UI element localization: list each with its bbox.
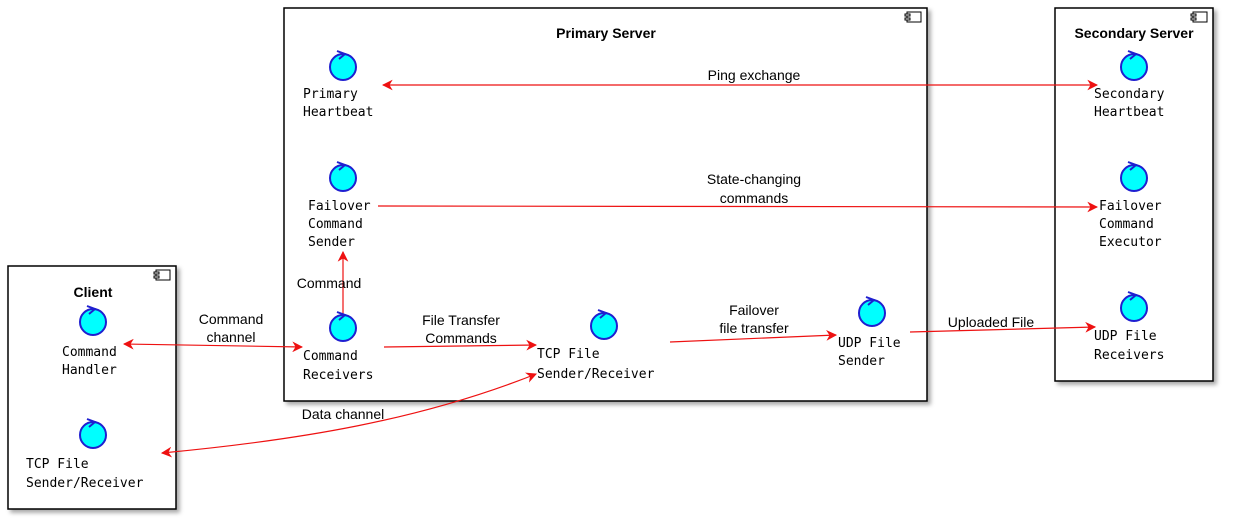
command-handler-line2: Handler	[62, 363, 117, 378]
control-icon	[329, 161, 357, 192]
control-icon	[590, 309, 618, 340]
secondary-heartbeat-line2: Heartbeat	[1094, 105, 1164, 120]
label-uploaded-file: Uploaded File	[948, 314, 1035, 330]
control-icon	[1120, 161, 1148, 192]
component-command-handler: Command Handler	[62, 305, 117, 378]
edge-failover-file-transfer	[669, 330, 838, 343]
primary-server-box: Primary Server	[283, 7, 928, 402]
tcp-primary-line1: TCP File	[537, 347, 600, 362]
component-tcp-file-client: TCP File Sender/Receiver	[26, 418, 144, 491]
edge-labels: Ping exchange State-changing commands Co…	[199, 67, 1035, 422]
primary-heartbeat-line1: Primary	[303, 87, 358, 102]
primary-server-title: Primary Server	[556, 25, 656, 41]
edge-state-changing	[377, 201, 1099, 213]
label-data-channel: Data channel	[302, 406, 385, 422]
component-icon	[904, 11, 922, 23]
label-failover-file-1: Failover	[729, 302, 779, 318]
control-icon	[858, 296, 886, 327]
secondary-heartbeat-line1: Secondary	[1094, 87, 1165, 102]
client-box: Client	[7, 265, 177, 510]
label-ping-exchange: Ping exchange	[708, 67, 801, 83]
label-file-transfer-2: Commands	[425, 330, 497, 346]
failover-sender-line1: Failover	[308, 199, 371, 214]
tcp-client-line2: Sender/Receiver	[26, 476, 144, 491]
control-icon	[79, 418, 107, 449]
component-icon	[1190, 11, 1208, 23]
component-udp-file-receivers: UDP File Receivers	[1094, 291, 1164, 363]
command-receivers-line2: Receivers	[303, 368, 373, 383]
edge-uploaded-file	[909, 321, 1097, 333]
udp-sender-line2: Sender	[838, 354, 885, 369]
tcp-primary-line2: Sender/Receiver	[537, 367, 655, 382]
label-failover-file-2: file transfer	[719, 320, 789, 336]
secondary-server-box: Secondary Server	[1054, 7, 1214, 382]
command-handler-line1: Command	[62, 345, 117, 360]
label-command-channel-1: Command	[199, 311, 264, 327]
label-command: Command	[297, 275, 362, 291]
component-tcp-file-primary: TCP File Sender/Receiver	[537, 309, 655, 382]
control-icon	[1120, 291, 1148, 322]
edge-data-channel	[160, 372, 538, 458]
component-command-receivers: Command Receivers	[303, 311, 373, 383]
label-state-changing-1: State-changing	[707, 171, 801, 187]
component-icon	[153, 269, 171, 281]
control-icon	[79, 305, 107, 336]
component-primary-heartbeat: Primary Heartbeat	[303, 50, 373, 120]
component-secondary-heartbeat: Secondary Heartbeat	[1094, 50, 1165, 120]
udp-receivers-line1: UDP File	[1094, 329, 1157, 344]
label-command-channel-2: channel	[206, 329, 255, 345]
edge-command-channel	[122, 338, 304, 353]
failover-executor-line1: Failover	[1099, 199, 1162, 214]
component-failover-command-sender: Failover Command Sender	[308, 161, 371, 250]
control-icon	[1120, 50, 1148, 81]
primary-heartbeat-line2: Heartbeat	[303, 105, 373, 120]
control-icon	[329, 50, 357, 81]
failover-sender-line3: Sender	[308, 235, 355, 250]
udp-sender-line1: UDP File	[838, 336, 901, 351]
failover-sender-line2: Command	[308, 217, 363, 232]
component-failover-command-executor: Failover Command Executor	[1099, 161, 1162, 250]
edge-file-transfer-commands	[383, 339, 538, 351]
udp-receivers-line2: Receivers	[1094, 348, 1164, 363]
edges	[122, 79, 1099, 458]
label-state-changing-2: commands	[720, 190, 788, 206]
secondary-server-title: Secondary Server	[1074, 25, 1194, 41]
tcp-client-line1: TCP File	[26, 457, 89, 472]
client-title: Client	[74, 284, 113, 300]
component-udp-file-sender: UDP File Sender	[838, 296, 901, 369]
failover-executor-line3: Executor	[1099, 235, 1162, 250]
failover-executor-line2: Command	[1099, 217, 1154, 232]
command-receivers-line1: Command	[303, 349, 358, 364]
control-icon	[329, 311, 357, 342]
label-file-transfer-1: File Transfer	[422, 312, 500, 328]
